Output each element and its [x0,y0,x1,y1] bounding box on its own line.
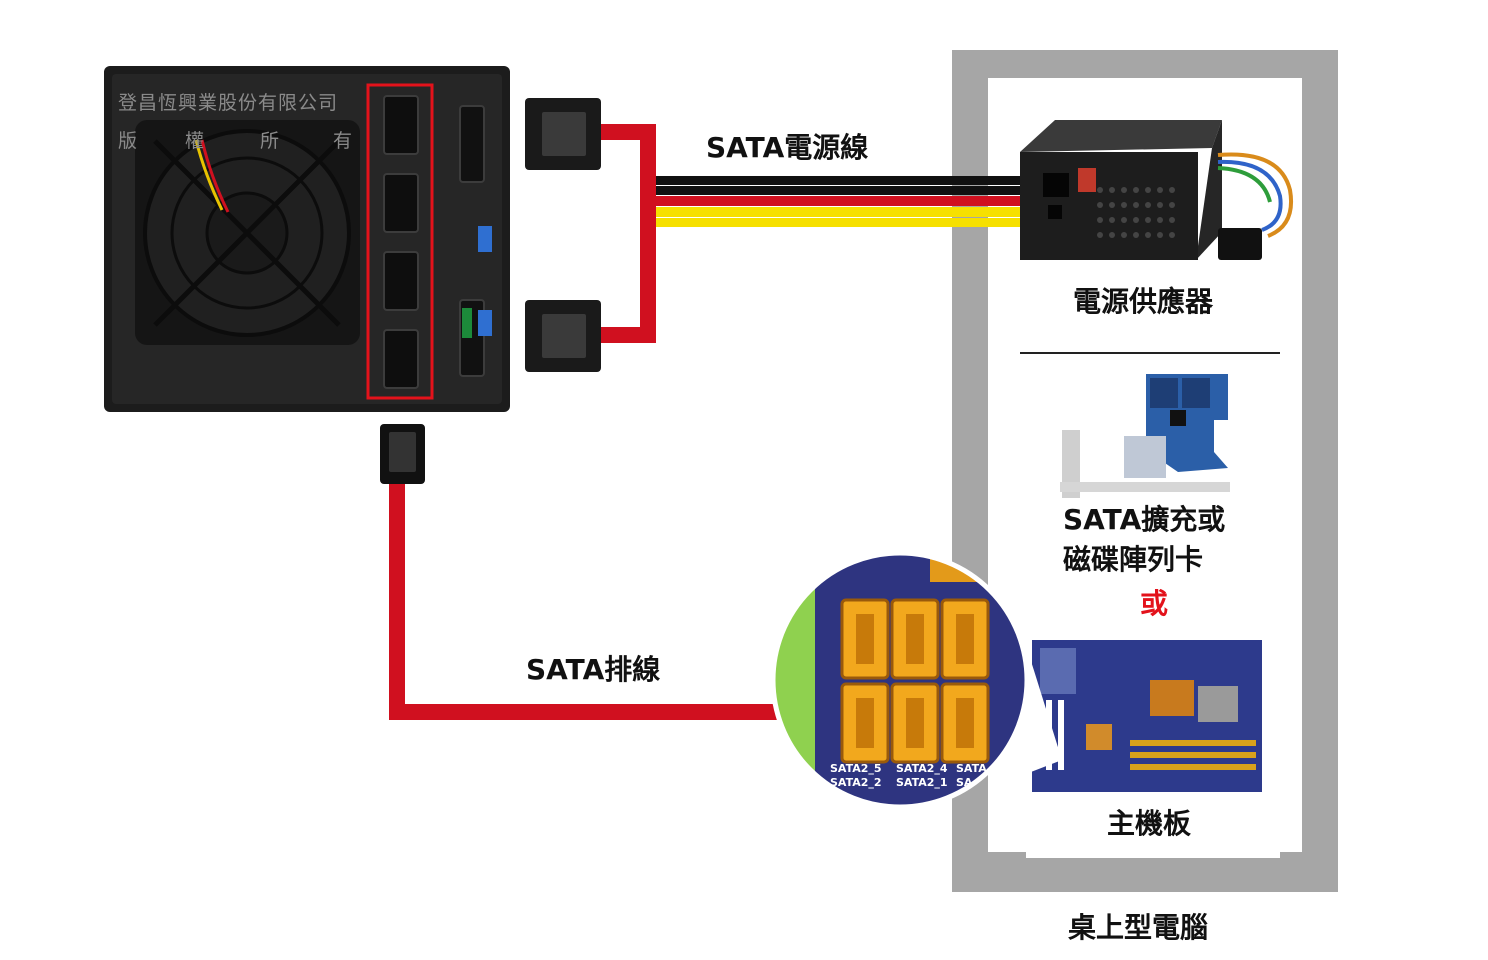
label-motherboard: 主機板 [1107,807,1192,840]
watermark-char-1: 版 [118,130,139,152]
port-label-r2-0: SATA2_2 [830,776,882,789]
port-label-r1-0: SATA2_5 [830,762,882,775]
data-connector [380,424,425,484]
watermark-char-2: 權 [185,130,206,152]
power-connector-bottom [525,300,601,372]
port-label-r2-1: SATA2_1 [896,776,948,789]
port-label-r1-2: SATA [956,762,987,775]
label-power-cable: SATA電源線 [706,131,869,164]
power-wires [655,176,1040,227]
label-or: 或 [1140,587,1169,620]
sata-port-highlight [366,83,434,400]
label-desktop: 桌上型電腦 [1068,911,1209,944]
watermark-char-3: 所 [260,130,281,152]
label-card-line2: 磁碟陣列卡 [1063,543,1204,576]
sata-zoom-bubble: SATA2_5 SATA2_4 SATA SATA2_2 SATA2_1 SA [770,550,1030,810]
psu-image [1020,120,1293,260]
watermark-company: 登昌恆興業股份有限公司 [118,92,339,114]
watermark-char-4: 有 [333,130,354,152]
hdd-cage [104,66,510,412]
motherboard-image [1032,640,1262,792]
sata-power-cable [598,124,656,343]
fan-icon [135,120,360,345]
label-data-cable: SATA排線 [526,653,661,686]
label-psu: 電源供應器 [1073,285,1214,318]
expansion-card-image [1060,374,1230,498]
label-card-line1: SATA擴充或 [1063,503,1226,536]
sata-data-cable [389,480,800,720]
power-connector-top [525,98,601,170]
port-label-r1-1: SATA2_4 [896,762,948,775]
sata-ports [383,95,419,389]
